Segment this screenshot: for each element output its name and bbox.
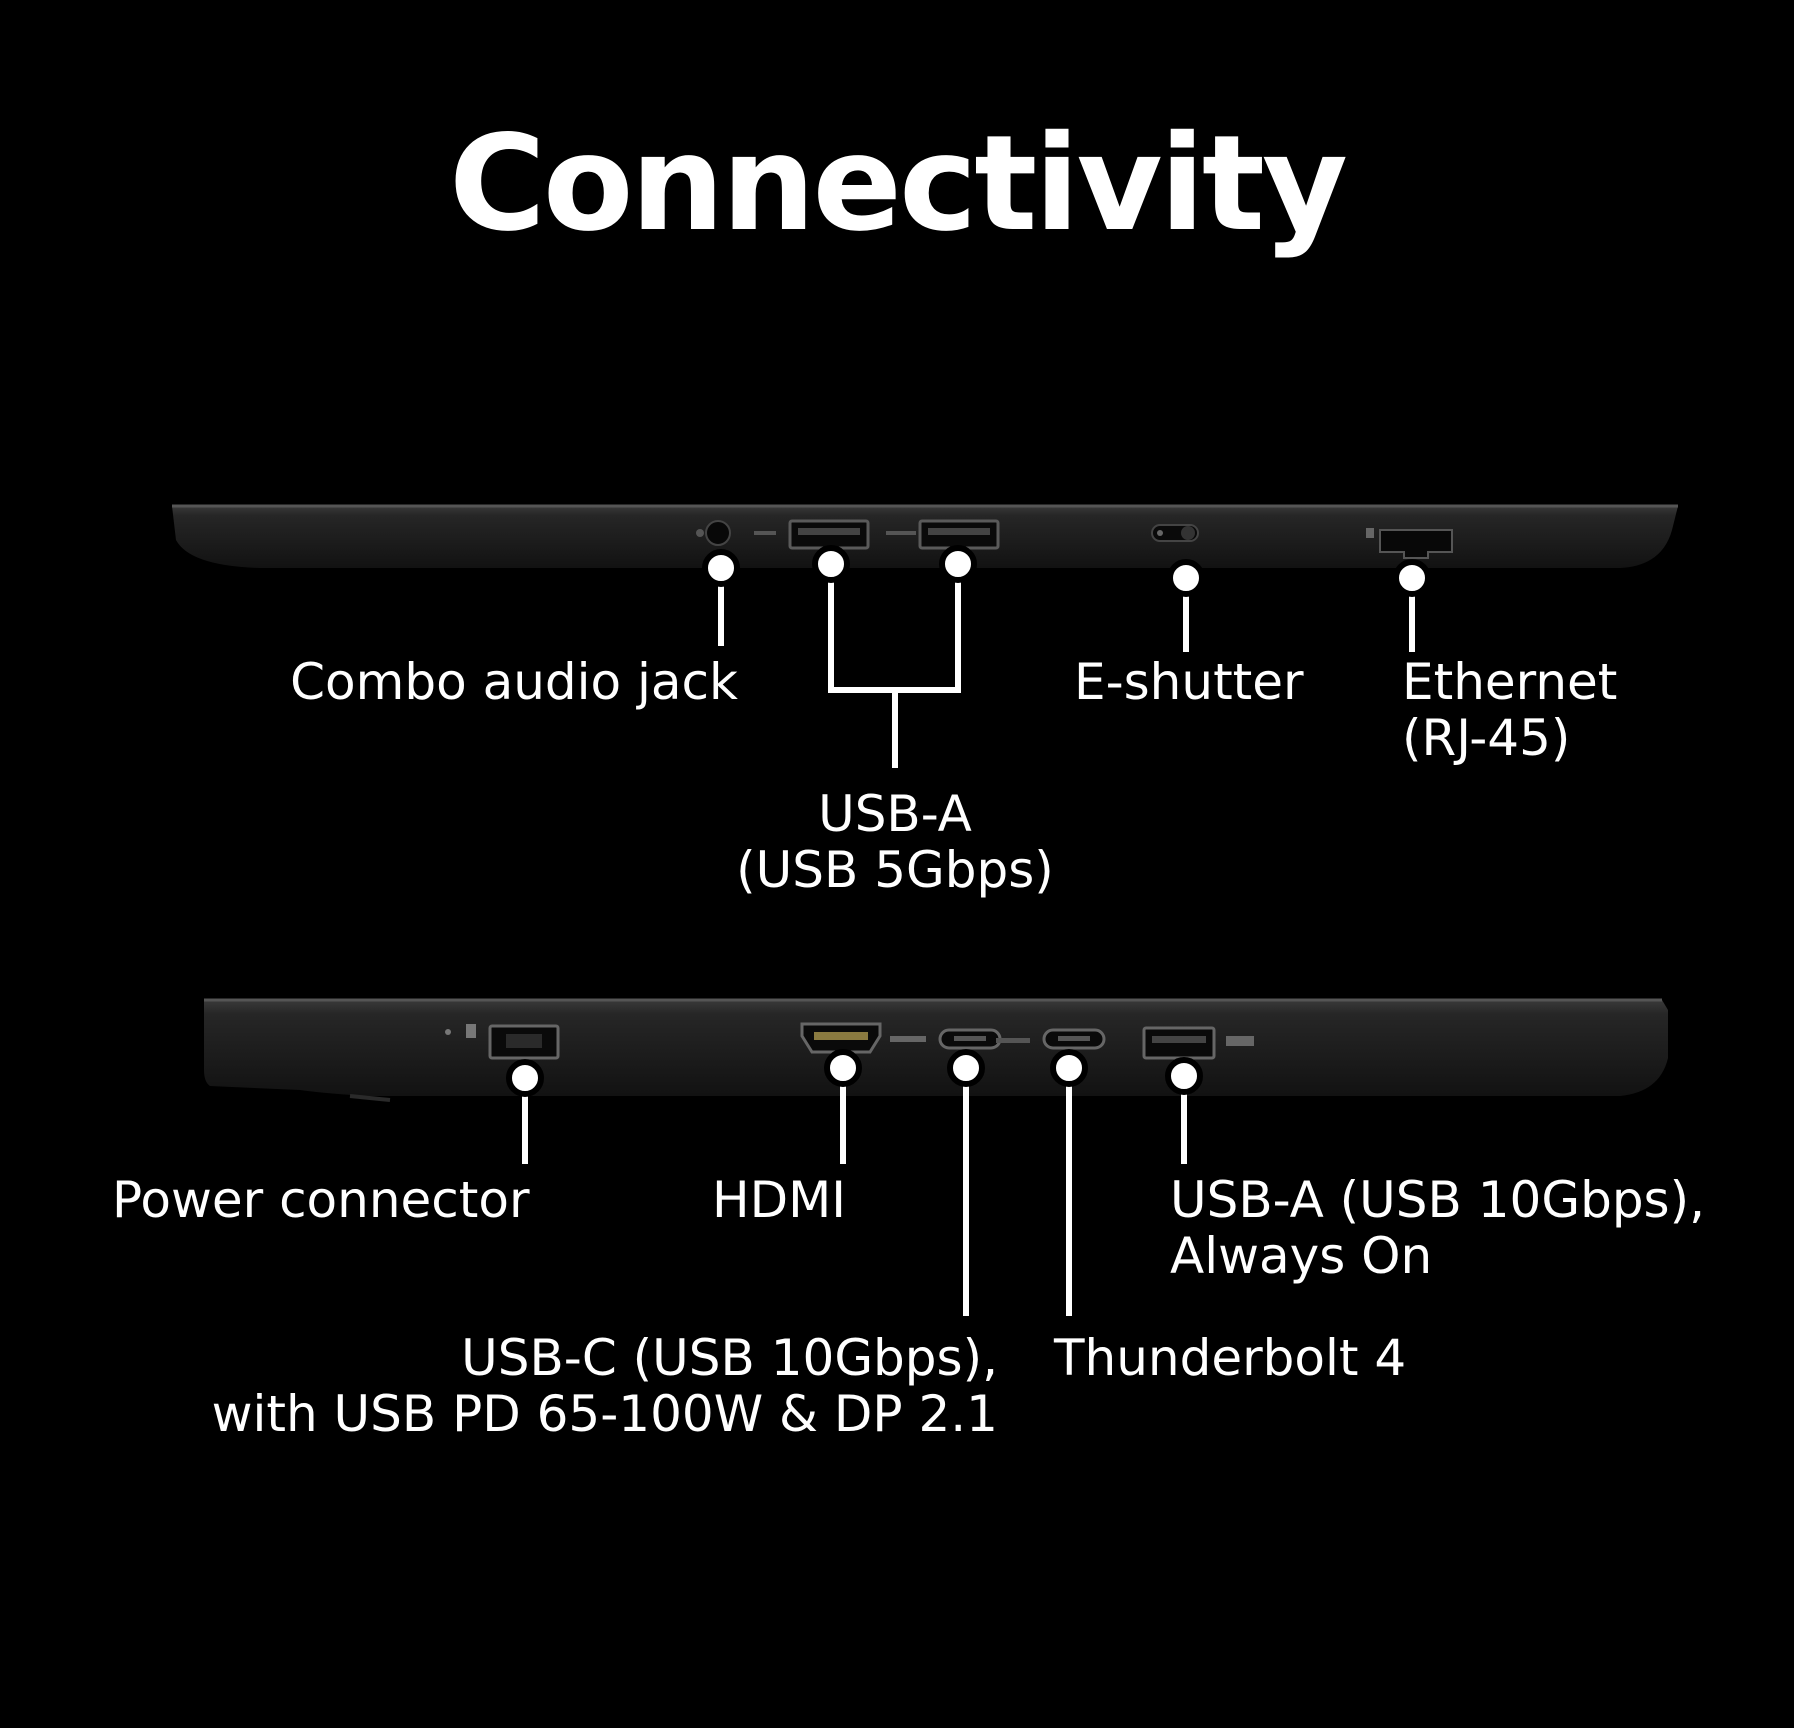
label-usb-c-line2: with USB PD 65-100W & DP 2.1	[211, 1385, 998, 1443]
usb-a-5gbps-port-1	[788, 519, 870, 550]
label-usb-a-5gbps-line2: (USB 5Gbps)	[736, 841, 1054, 899]
label-combo-audio-jack: Combo audio jack	[290, 653, 738, 711]
label-e-shutter: E-shutter	[1074, 653, 1304, 711]
label-ethernet-line1: Ethernet	[1402, 653, 1618, 711]
label-ethernet: Ethernet (RJ-45)	[1402, 654, 1617, 766]
label-usb-c-line1: USB-C (USB 10Gbps),	[461, 1329, 998, 1387]
label-thunderbolt-4: Thunderbolt 4	[1054, 1329, 1407, 1387]
label-usb-a-10gbps-line2: Always On	[1170, 1227, 1433, 1285]
label-usb-a-10gbps-line1: USB-A (USB 10Gbps),	[1170, 1171, 1706, 1229]
label-usb-c: USB-C (USB 10Gbps), with USB PD 65-100W …	[212, 1330, 998, 1442]
diagram-title: Connectivity	[448, 107, 1348, 261]
e-shutter-switch	[1151, 524, 1199, 542]
audio-jack-port	[696, 520, 731, 546]
thunderbolt-port	[1042, 1028, 1106, 1050]
hdmi-port	[800, 1022, 926, 1054]
ethernet-port	[1366, 528, 1453, 559]
label-usb-a-5gbps-line1: USB-A	[818, 785, 972, 843]
label-usb-a-10gbps: USB-A (USB 10Gbps), Always On	[1170, 1172, 1705, 1284]
label-usb-a-5gbps: USB-A (USB 5Gbps)	[695, 786, 1095, 898]
power-connector-port	[488, 1024, 560, 1060]
label-hdmi: HDMI	[712, 1171, 846, 1229]
usb-a-5gbps-port-2	[918, 519, 1000, 550]
usb-c-port	[938, 1028, 1002, 1050]
right-side-laptop-edge	[204, 998, 1668, 1102]
callout-dots	[506, 545, 1431, 1097]
label-power-connector: Power connector	[112, 1171, 530, 1229]
label-ethernet-line2: (RJ-45)	[1402, 709, 1571, 767]
left-side-laptop-edge	[172, 504, 1678, 568]
